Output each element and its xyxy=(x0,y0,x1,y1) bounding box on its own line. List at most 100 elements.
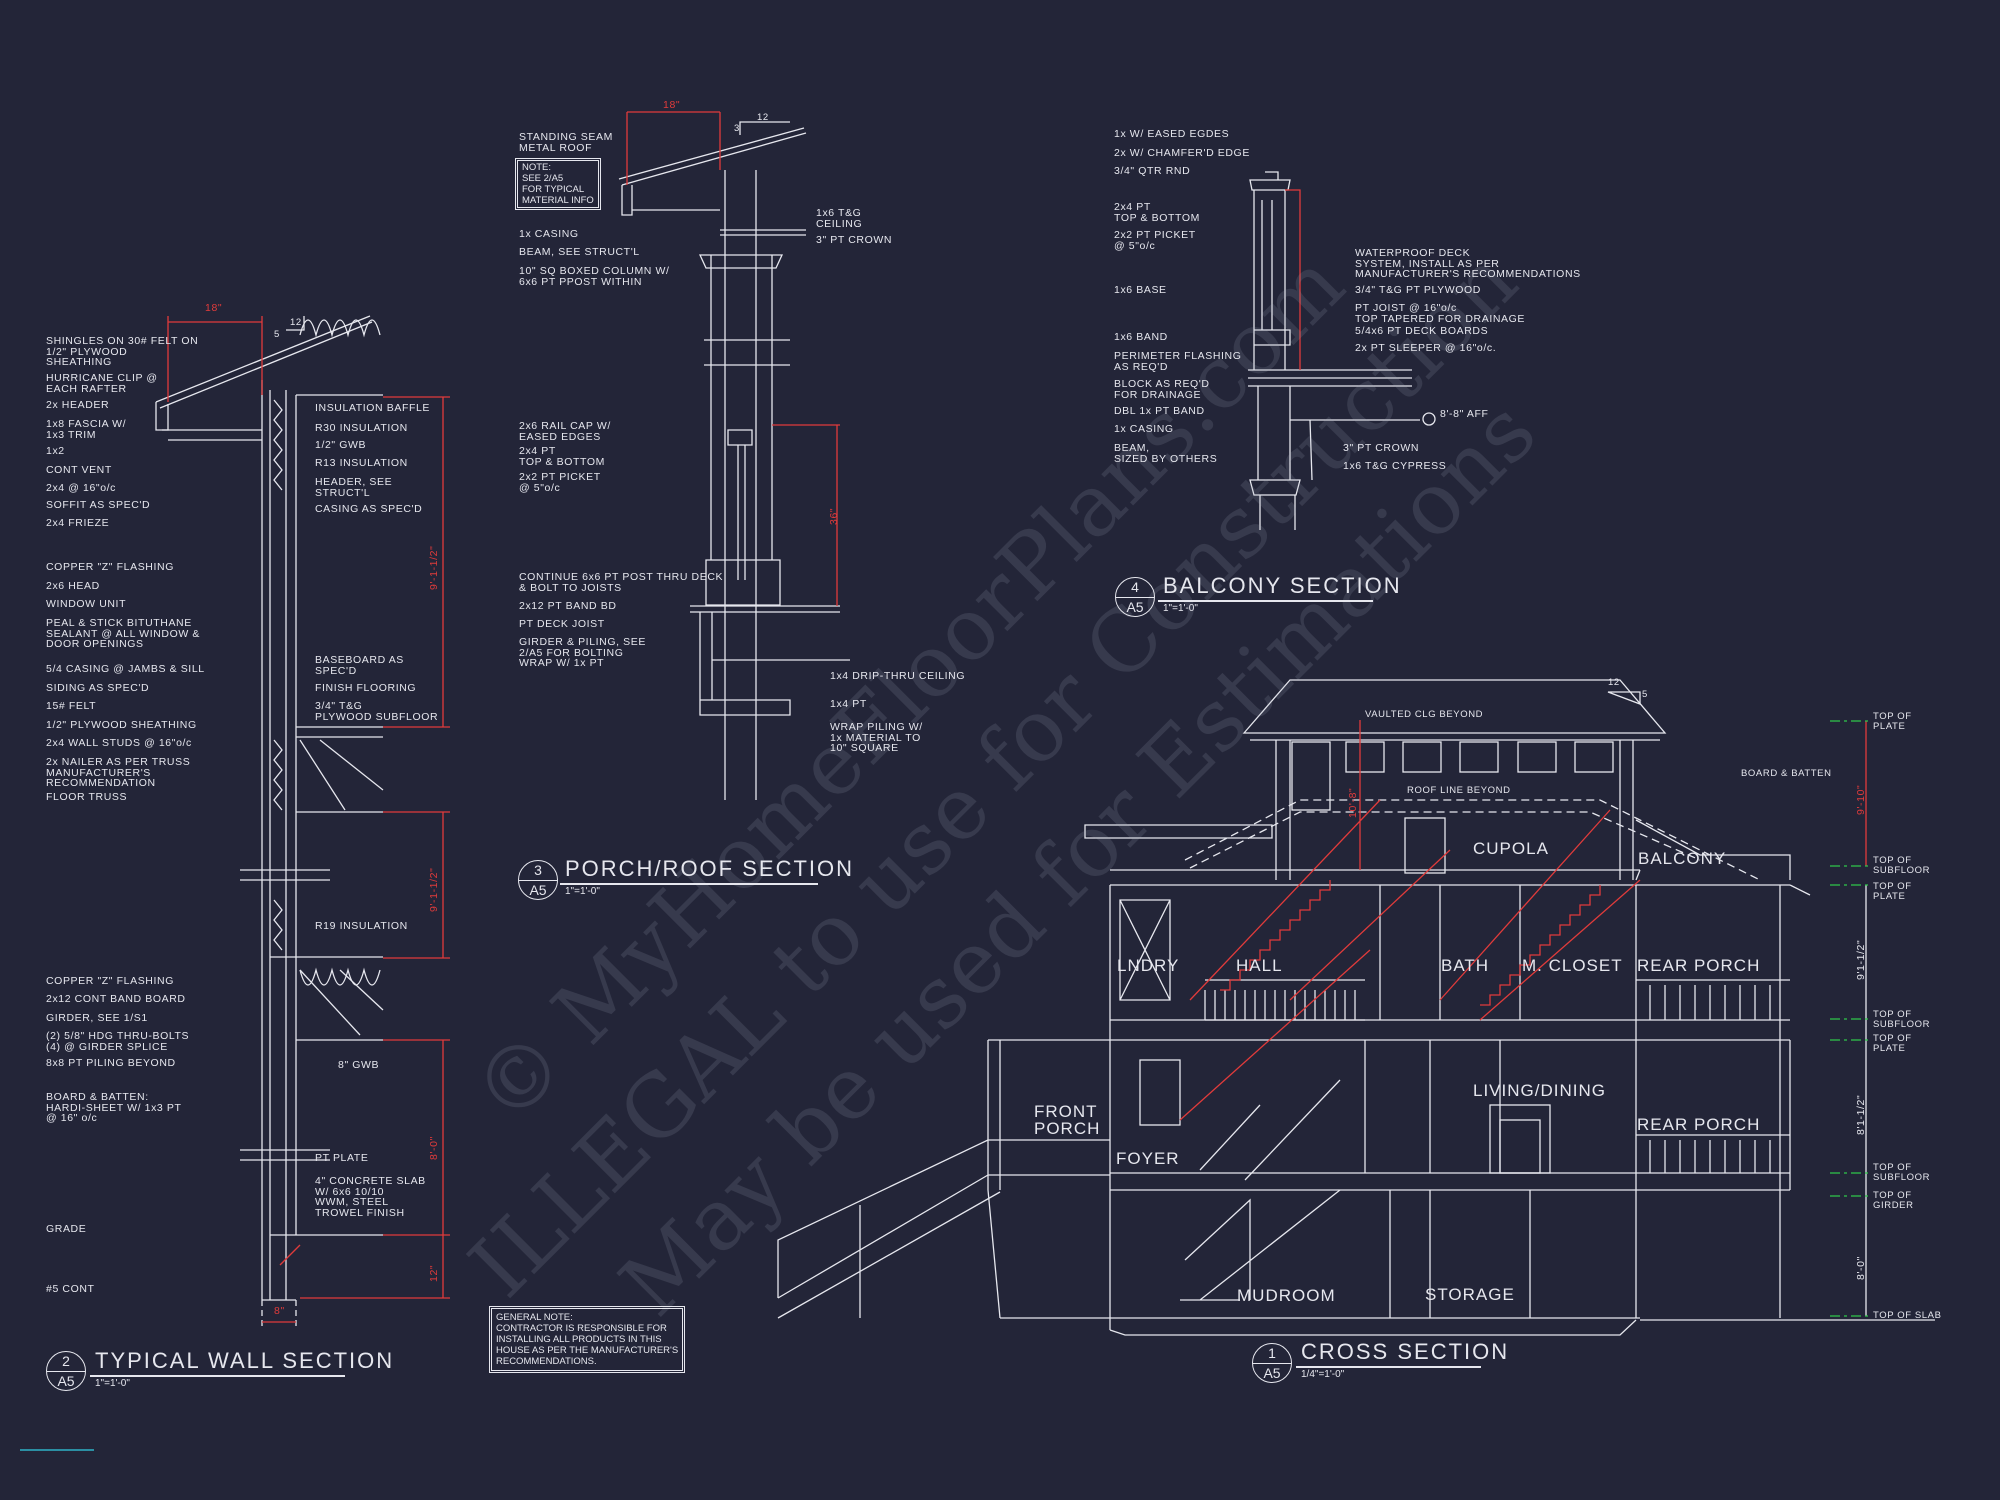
annotation-label: 2x12 PT BAND BD xyxy=(519,600,617,612)
level-marker-label: TOP OF GIRDER xyxy=(1873,1190,1914,1211)
annotation-label: 1x CASING xyxy=(1114,423,1174,435)
annotation-label: 2x4 FRIEZE xyxy=(46,517,110,529)
detail-number: 4 xyxy=(1116,578,1154,598)
annotation-label: 1x6 BAND xyxy=(1114,331,1168,343)
annotation-label: 3" PT CROWN xyxy=(816,234,893,246)
annotation-label: 2x NAILER AS PER TRUSS MANUFACTURER'S RE… xyxy=(46,756,191,789)
annotation-label: PT PLATE xyxy=(315,1152,369,1164)
annotation-label: R13 INSULATION xyxy=(315,457,408,469)
room-label: MUDROOM xyxy=(1237,1286,1336,1305)
annotation-label: GIRDER, SEE 1/S1 xyxy=(46,1012,148,1024)
annotation-label: BOARD & BATTEN: HARDI-SHEET W/ 1x3 PT @ … xyxy=(46,1091,182,1124)
annotation-label: 1x CASING xyxy=(519,228,579,240)
porch-section-scale: 1"=1'-0" xyxy=(565,886,600,897)
annotation-label: HEADER, SEE STRUCT'L xyxy=(315,476,393,499)
annotation-label: (2) 5/8" HDG THRU-BOLTS (4) @ GIRDER SPL… xyxy=(46,1030,190,1053)
cross-section-note: ROOF LINE BEYOND xyxy=(1407,785,1511,796)
annotation-label: DBL 1x PT BAND xyxy=(1114,405,1205,417)
sheet-number: A5 xyxy=(57,1373,75,1389)
annotation-label: #5 CONT xyxy=(46,1283,95,1295)
annotation-label: STANDING SEAM METAL ROOF xyxy=(519,131,613,154)
annotation-label: 2x12 CONT BAND BOARD xyxy=(46,993,186,1005)
watermark-line-2: ILLEGAL to use for Construction xyxy=(451,231,1537,1317)
level-marker-label: TOP OF SUBFLOOR xyxy=(1873,1009,1931,1030)
annotation-label: 2x6 HEAD xyxy=(46,580,100,592)
room-label: REAR PORCH xyxy=(1637,956,1761,975)
annotation-label: PT DECK JOIST xyxy=(519,618,605,630)
room-label: BALCONY xyxy=(1638,849,1727,868)
annotation-label: 2x HEADER xyxy=(46,399,110,411)
teal-marker-line xyxy=(20,1449,94,1451)
dimension-label: 8'-0" xyxy=(428,1136,440,1160)
annotation-label: 3/4" T&G PLYWOOD SUBFLOOR xyxy=(315,700,439,723)
annotation-label: 5/4x6 PT DECK BOARDS xyxy=(1355,325,1489,337)
annotation-label: COPPER "Z" FLASHING xyxy=(46,975,174,987)
balcony-section-title: BALCONY SECTION xyxy=(1163,573,1402,598)
slope-label: 12 xyxy=(290,317,302,328)
dimension-label: 8" xyxy=(274,1305,285,1317)
annotation-label: BEAM, SIZED BY OTHERS xyxy=(1114,442,1218,465)
level-marker-label: TOP OF PLATE xyxy=(1873,1033,1912,1054)
annotation-label: 2x4 WALL STUDS @ 16"o/c xyxy=(46,737,192,749)
dimension-label: 36" xyxy=(828,507,840,525)
annotation-label: INSULATION BAFFLE xyxy=(315,402,431,414)
title-underline xyxy=(560,883,818,885)
annotation-label: 15# FELT xyxy=(46,700,97,712)
level-marker-label: TOP OF PLATE xyxy=(1873,881,1912,902)
dimension-label: 8'1-1/2" xyxy=(1855,1094,1867,1135)
annotation-label: CASING AS SPEC'D xyxy=(315,503,423,515)
annotation-label: GIRDER & PILING, SEE 2/A5 FOR BOLTING WR… xyxy=(519,636,646,669)
annotation-label: 8x8 PT PILING BEYOND xyxy=(46,1057,176,1069)
title-underline xyxy=(1296,1366,1481,1368)
annotation-label: 3/4" T&G PT PLYWOOD xyxy=(1355,284,1481,296)
detail-number: 3 xyxy=(519,861,557,881)
annotation-label: 8" GWB xyxy=(338,1059,380,1071)
annotation-label: 1x6 BASE xyxy=(1114,284,1167,296)
annotation-label: 1/2" PLYWOOD SHEATHING xyxy=(46,719,197,731)
level-marker-label: TOP OF SUBFLOOR xyxy=(1873,1162,1931,1183)
sheet-number: A5 xyxy=(1126,599,1144,615)
annotation-label: SOFFIT AS SPEC'D xyxy=(46,499,151,511)
annotation-label: 1x4 PT xyxy=(830,698,867,710)
annotation-label: 1x2 xyxy=(46,445,65,457)
level-marker-label: TOP OF SUBFLOOR xyxy=(1873,855,1931,876)
porch-section-drawing xyxy=(618,111,850,800)
room-label: FRONT PORCH xyxy=(1034,1102,1101,1138)
annotation-label: PT JOIST @ 16"o/c TOP TAPERED FOR DRAINA… xyxy=(1355,302,1525,325)
annotation-label: 1x4 DRIP-THRU CEILING xyxy=(830,670,966,682)
annotation-label: BLOCK AS REQ'D FOR DRAINAGE xyxy=(1114,378,1210,401)
porch-note-box: NOTE: SEE 2/A5 FOR TYPICAL MATERIAL INFO xyxy=(515,158,601,210)
slope-label: 5 xyxy=(274,329,280,340)
annotation-label: PEAL & STICK BITUTHANE SEALANT @ ALL WIN… xyxy=(46,617,200,650)
sheet-number: A5 xyxy=(1263,1365,1281,1381)
dimension-label: 18" xyxy=(205,302,223,314)
annotation-label: 2x PT SLEEPER @ 16"o/c. xyxy=(1355,342,1497,354)
annotation-label: 3" PT CROWN xyxy=(1343,442,1420,454)
annotation-label: SHINGLES ON 30# FELT ON 1/2" PLYWOOD SHE… xyxy=(46,335,199,368)
slope-label: 12 xyxy=(757,112,769,123)
dimension-label: 9'1-1/2" xyxy=(1855,939,1867,980)
balcony-section-scale: 1"=1'-0" xyxy=(1163,603,1198,614)
annotation-label: 1x W/ EASED EGDES xyxy=(1114,128,1230,140)
title-underline xyxy=(90,1375,345,1377)
annotation-label: 5/4 CASING @ JAMBS & SILL xyxy=(46,663,205,675)
annotation-label: BEAM, SEE STRUCT'L xyxy=(519,246,640,258)
general-note-box: GENERAL NOTE: CONTRACTOR IS RESPONSIBLE … xyxy=(489,1306,686,1373)
cross-section-scale: 1/4"=1'-0" xyxy=(1301,1369,1345,1380)
annotation-label: GRADE xyxy=(46,1223,87,1235)
detail-number: 2 xyxy=(47,1352,85,1372)
cross-section-title: CROSS SECTION xyxy=(1301,1339,1510,1364)
room-label: LNDRY xyxy=(1117,956,1180,975)
room-label: STORAGE xyxy=(1425,1285,1515,1304)
room-label: REAR PORCH xyxy=(1637,1115,1761,1134)
annotation-label: 2x4 PT TOP & BOTTOM xyxy=(519,445,605,468)
room-label: BATH xyxy=(1441,956,1490,975)
title-underline xyxy=(1158,600,1373,602)
annotation-label: WRAP PILING W/ 1x MATERIAL TO 10" SQUARE xyxy=(830,721,923,754)
cross-section-note: VAULTED CLG BEYOND xyxy=(1365,709,1484,720)
dimension-label: 9'-1-1/2" xyxy=(428,867,440,912)
dimension-label: 9'-1-1/2" xyxy=(428,545,440,590)
